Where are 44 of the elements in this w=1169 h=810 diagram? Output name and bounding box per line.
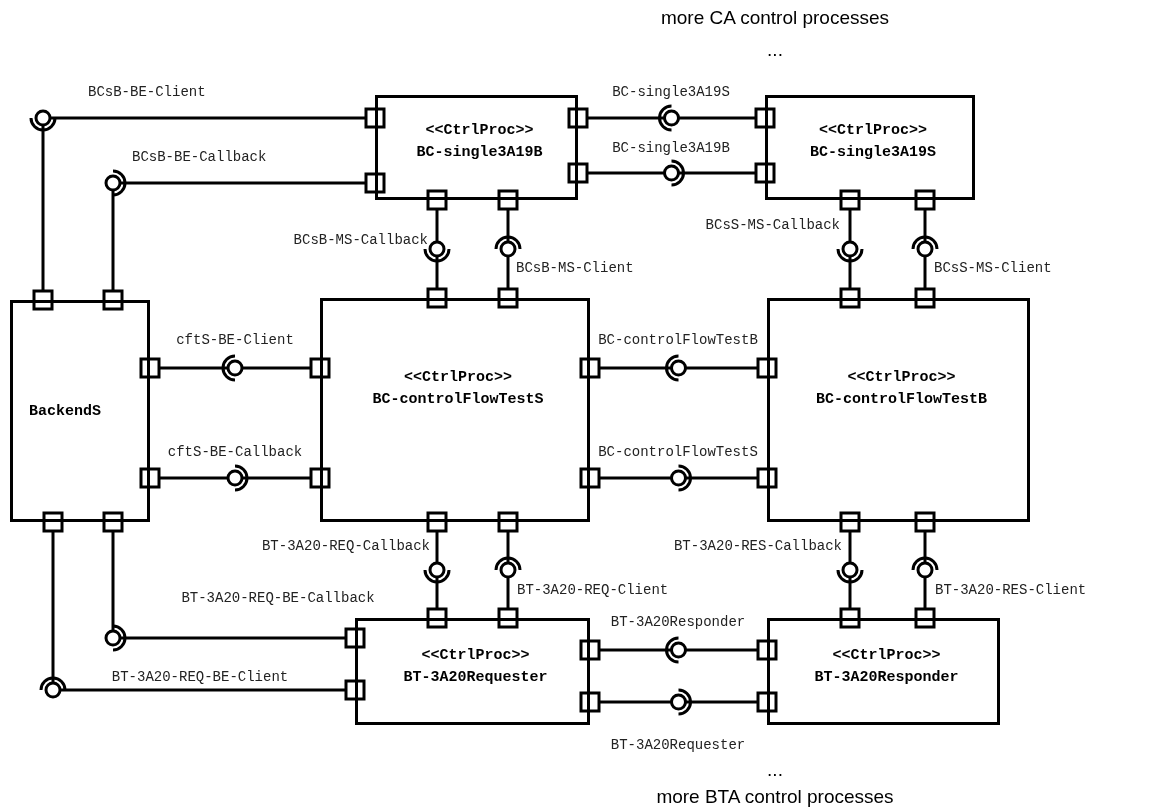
- component-box: [320, 298, 590, 522]
- interface-label: BC-single3A19S: [612, 84, 730, 100]
- component-box: [767, 298, 1030, 522]
- interface-label: BC-single3A19B: [612, 140, 730, 156]
- interface-label: BCsB-MS-Callback: [293, 232, 428, 248]
- component-box: [767, 618, 1000, 725]
- annotation-text: more CA control processes: [660, 7, 890, 29]
- component-name: BC-single3A19S: [810, 143, 936, 163]
- interface-label: BCsB-BE-Callback: [132, 149, 267, 165]
- component-box: [765, 95, 975, 200]
- interface-label: BT-3A20-REQ-Callback: [261, 538, 430, 554]
- component-name: BC-single3A19B: [416, 143, 543, 163]
- interface-label: BT-3A20Requester: [610, 737, 746, 753]
- stereotype-label: <<CtrlProc>>: [847, 368, 956, 388]
- stereotype-label: <<CtrlProc>>: [425, 121, 534, 141]
- stereotype-label: <<CtrlProc>>: [404, 368, 512, 388]
- stereotype-label: <<CtrlProc>>: [832, 646, 941, 666]
- component-box: [355, 618, 590, 725]
- annotation-text: more BTA control processes: [656, 786, 894, 808]
- interface-label: cftS-BE-Client: [176, 332, 294, 348]
- interface-label: BCsS-MS-Callback: [705, 217, 840, 233]
- interface-label: BCsB-BE-Client: [88, 84, 206, 100]
- interface-label: BT-3A20-REQ-BE-Callback: [181, 590, 375, 606]
- interface-label: BT-3A20-REQ-BE-Client: [111, 669, 289, 685]
- annotation-text: ...: [767, 759, 783, 781]
- interface-label: BCsS-MS-Client: [934, 260, 1052, 276]
- stereotype-label: <<CtrlProc>>: [819, 121, 927, 141]
- component-name: BT-3A20Requester: [403, 668, 548, 688]
- interface-label: cftS-BE-Callback: [167, 444, 303, 460]
- annotation-text: ...: [767, 39, 783, 61]
- component-name: BT-3A20Responder: [814, 668, 959, 688]
- component-name: BC-controlFlowTestB: [816, 390, 987, 410]
- component-box: [375, 95, 578, 200]
- interface-label: BT-3A20-RES-Callback: [673, 538, 842, 554]
- component-name: BC-controlFlowTestS: [372, 390, 544, 410]
- interface-label: BT-3A20Responder: [610, 614, 746, 630]
- interface-label: BC-controlFlowTestS: [598, 444, 758, 460]
- stereotype-label: <<CtrlProc>>: [421, 646, 530, 666]
- interface-label: BT-3A20-REQ-Client: [517, 582, 669, 598]
- interface-label: BC-controlFlowTestB: [598, 332, 758, 348]
- component-box: [10, 300, 150, 522]
- interface-label: BCsB-MS-Client: [516, 260, 634, 276]
- interface-label: BT-3A20-RES-Client: [935, 582, 1087, 598]
- component-name: BackendS: [29, 402, 101, 422]
